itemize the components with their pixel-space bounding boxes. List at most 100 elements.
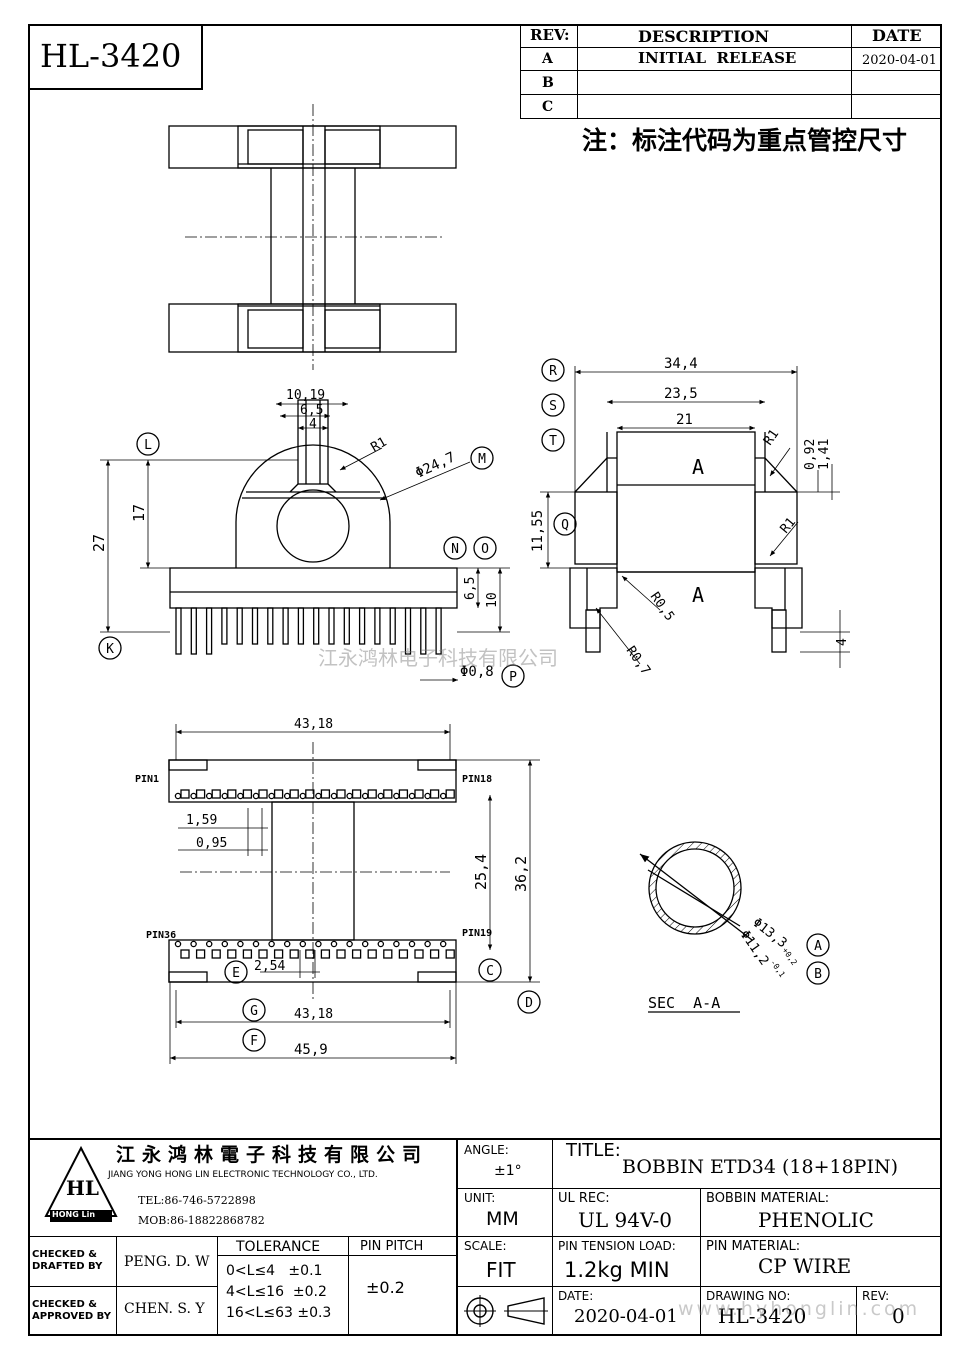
pin-hole [190, 792, 197, 800]
rev-row-c: C [542, 99, 554, 115]
front-view [169, 399, 458, 655]
tolerance-row-3: 16<L≤63 ±0.3 [226, 1305, 332, 1321]
callout-n: N [451, 542, 459, 557]
dim-10-19: 10,19 [286, 388, 325, 403]
pin-hole [205, 792, 213, 800]
callout-b: B [814, 967, 822, 982]
section-mark-a-bottom: A [692, 583, 704, 607]
pin-slot [398, 949, 409, 959]
pin-hole [283, 940, 291, 948]
watermark-url: www.hyhonglin.com [678, 1298, 921, 1320]
scale-value: FIT [486, 1258, 516, 1282]
angle-label: ANGLE: [464, 1143, 509, 1157]
pin [389, 607, 396, 645]
pin-material-label: PIN MATERIAL: [706, 1239, 801, 1254]
dim-1-41: 1,41 [817, 439, 832, 470]
dim-10: 10 [485, 592, 500, 608]
pin-hole [408, 940, 416, 948]
pin-slot [180, 949, 190, 959]
checked-drafted-label: CHECKED & DRAFTED BY [32, 1249, 103, 1272]
pin-slot [367, 789, 377, 799]
callout-c: C [486, 964, 494, 979]
part-number: HL-3420 [40, 37, 182, 75]
date-label: DATE: [558, 1289, 594, 1303]
pin-hole [252, 792, 260, 800]
pin-hole [439, 792, 447, 800]
callout-l: L [144, 438, 152, 453]
description-header: DESCRIPTION [638, 27, 770, 46]
pin [251, 607, 259, 645]
dim-4: 4 [309, 417, 317, 432]
approved-by-name: CHEN. S. Y [124, 1301, 205, 1317]
pin-slot [445, 949, 455, 959]
callout-a: A [814, 939, 822, 954]
pin-slot [258, 949, 268, 959]
dim-6-5: 6,5 [300, 403, 323, 418]
drawing-no-value: HL-3420 [718, 1304, 807, 1328]
pin-slot [211, 789, 221, 799]
ul-rec-value: UL 94V-0 [578, 1208, 673, 1232]
pin-hole [205, 940, 213, 948]
pin-hole [190, 940, 197, 948]
pin-hole [315, 792, 322, 800]
section-view [639, 841, 753, 1013]
callout-e: E [232, 966, 240, 981]
note-text: 注：标注代码为重点管控尺寸 [582, 126, 908, 155]
dim-tol-dn: -0,1 [768, 958, 787, 979]
tolerance-row-2: 4<L≤16 ±0.2 [226, 1284, 327, 1300]
pin-hole [377, 940, 385, 948]
pin-slot [180, 789, 190, 799]
callout-r: R [549, 364, 557, 379]
pin [358, 607, 366, 645]
dim-1-59: 1,59 [186, 813, 217, 828]
part-number-box [28, 24, 203, 90]
dim-45-9: 45,9 [294, 1042, 328, 1058]
pin-slot [398, 789, 409, 799]
dim-r0-5: R0,5 [647, 590, 677, 624]
pin-hole [361, 940, 369, 948]
pin [267, 607, 274, 645]
callout-d: D [525, 996, 533, 1011]
title-value: BOBBIN ETD34 (18+18PIN) [622, 1156, 898, 1178]
label-pin19: PIN19 [462, 928, 492, 939]
dim-r1-side-a: R1 [761, 427, 782, 448]
unit-label: UNIT: [464, 1191, 496, 1205]
logo-text: HL [66, 1176, 99, 1200]
company-mob: MOB:86-18822868782 [138, 1214, 265, 1227]
callout-p: P [509, 670, 517, 685]
pin-slot [445, 789, 455, 799]
section-mark-a-top: A [692, 455, 704, 479]
pin [175, 607, 182, 655]
pin [205, 607, 213, 655]
dim-r1-front: R1 [369, 435, 390, 456]
callout-g: G [250, 1004, 258, 1019]
pin [282, 607, 289, 645]
pin-slot [367, 949, 377, 959]
pin-hole [283, 792, 291, 800]
pin-hole [330, 940, 338, 948]
pin-slot [336, 789, 346, 799]
pin-hole [408, 792, 416, 800]
company-name-cn: 江永鸿林電子科技有限公司 [116, 1144, 429, 1166]
pin-slot [336, 949, 346, 959]
pin-slot [273, 789, 284, 799]
company-logo-icon [44, 1145, 118, 1222]
dim-21: 21 [676, 412, 693, 428]
pin [404, 607, 412, 655]
pin-hole [393, 940, 400, 948]
pin-pitch-value: ±0.2 [366, 1278, 405, 1297]
pin-slot [227, 789, 237, 799]
company-tel: TEL:86-746-5722898 [138, 1194, 256, 1207]
label-pin18: PIN18 [462, 774, 492, 785]
pin-slot [289, 949, 299, 959]
drawing-no-label: DRAWING NO: [706, 1289, 791, 1303]
pin [420, 607, 427, 655]
pin-slot [242, 949, 253, 959]
pin-hole [221, 792, 229, 800]
ul-rec-label: UL REC: [558, 1191, 610, 1206]
dim-17: 17 [130, 504, 148, 522]
pin-slot [227, 949, 237, 959]
pin-tension-value: 1.2kg MIN [564, 1258, 670, 1282]
pin-slot [273, 949, 284, 959]
pin-slot [305, 789, 315, 799]
